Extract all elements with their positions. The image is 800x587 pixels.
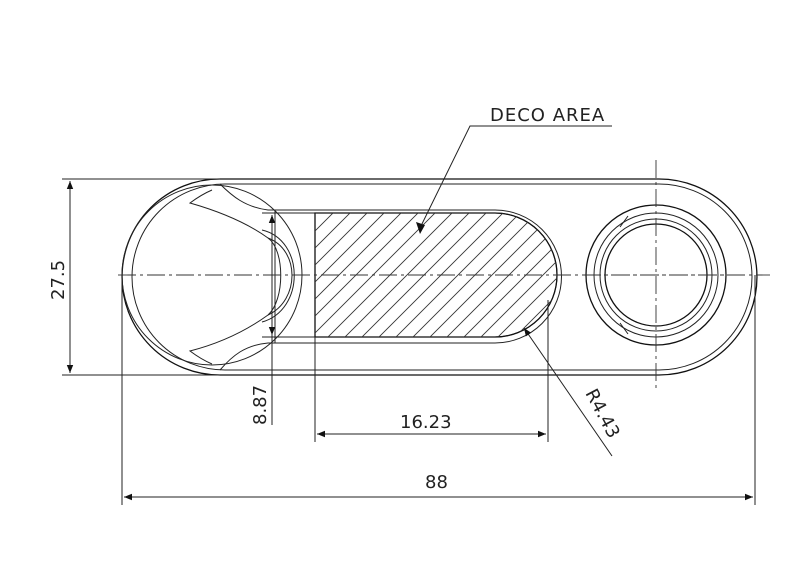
hatch-line: [506, 213, 557, 337]
height-dimension-text: 27.5: [48, 260, 69, 300]
hatch-line: [472, 213, 557, 337]
slot-outline: [219, 183, 562, 371]
dimension-lines: [66, 181, 753, 501]
hatch-line: [315, 213, 342, 337]
hatch-line: [336, 213, 478, 337]
hatch-line: [315, 213, 359, 337]
radius-dimension-text: R4.43: [581, 385, 624, 441]
extension-lines: [62, 178, 756, 505]
centerlines: [118, 160, 770, 392]
deco-width-dimension-text: 16.23: [400, 412, 452, 433]
hatch-line: [387, 213, 529, 337]
hatch-line: [489, 213, 557, 337]
deco-area-label: DECO AREA: [490, 105, 605, 126]
slot-height-dimension-text: 8.87: [250, 385, 271, 425]
deco-area-leader: [416, 125, 612, 234]
hatch-line: [315, 213, 376, 337]
overall-length-dimension-text: 88: [425, 472, 448, 493]
